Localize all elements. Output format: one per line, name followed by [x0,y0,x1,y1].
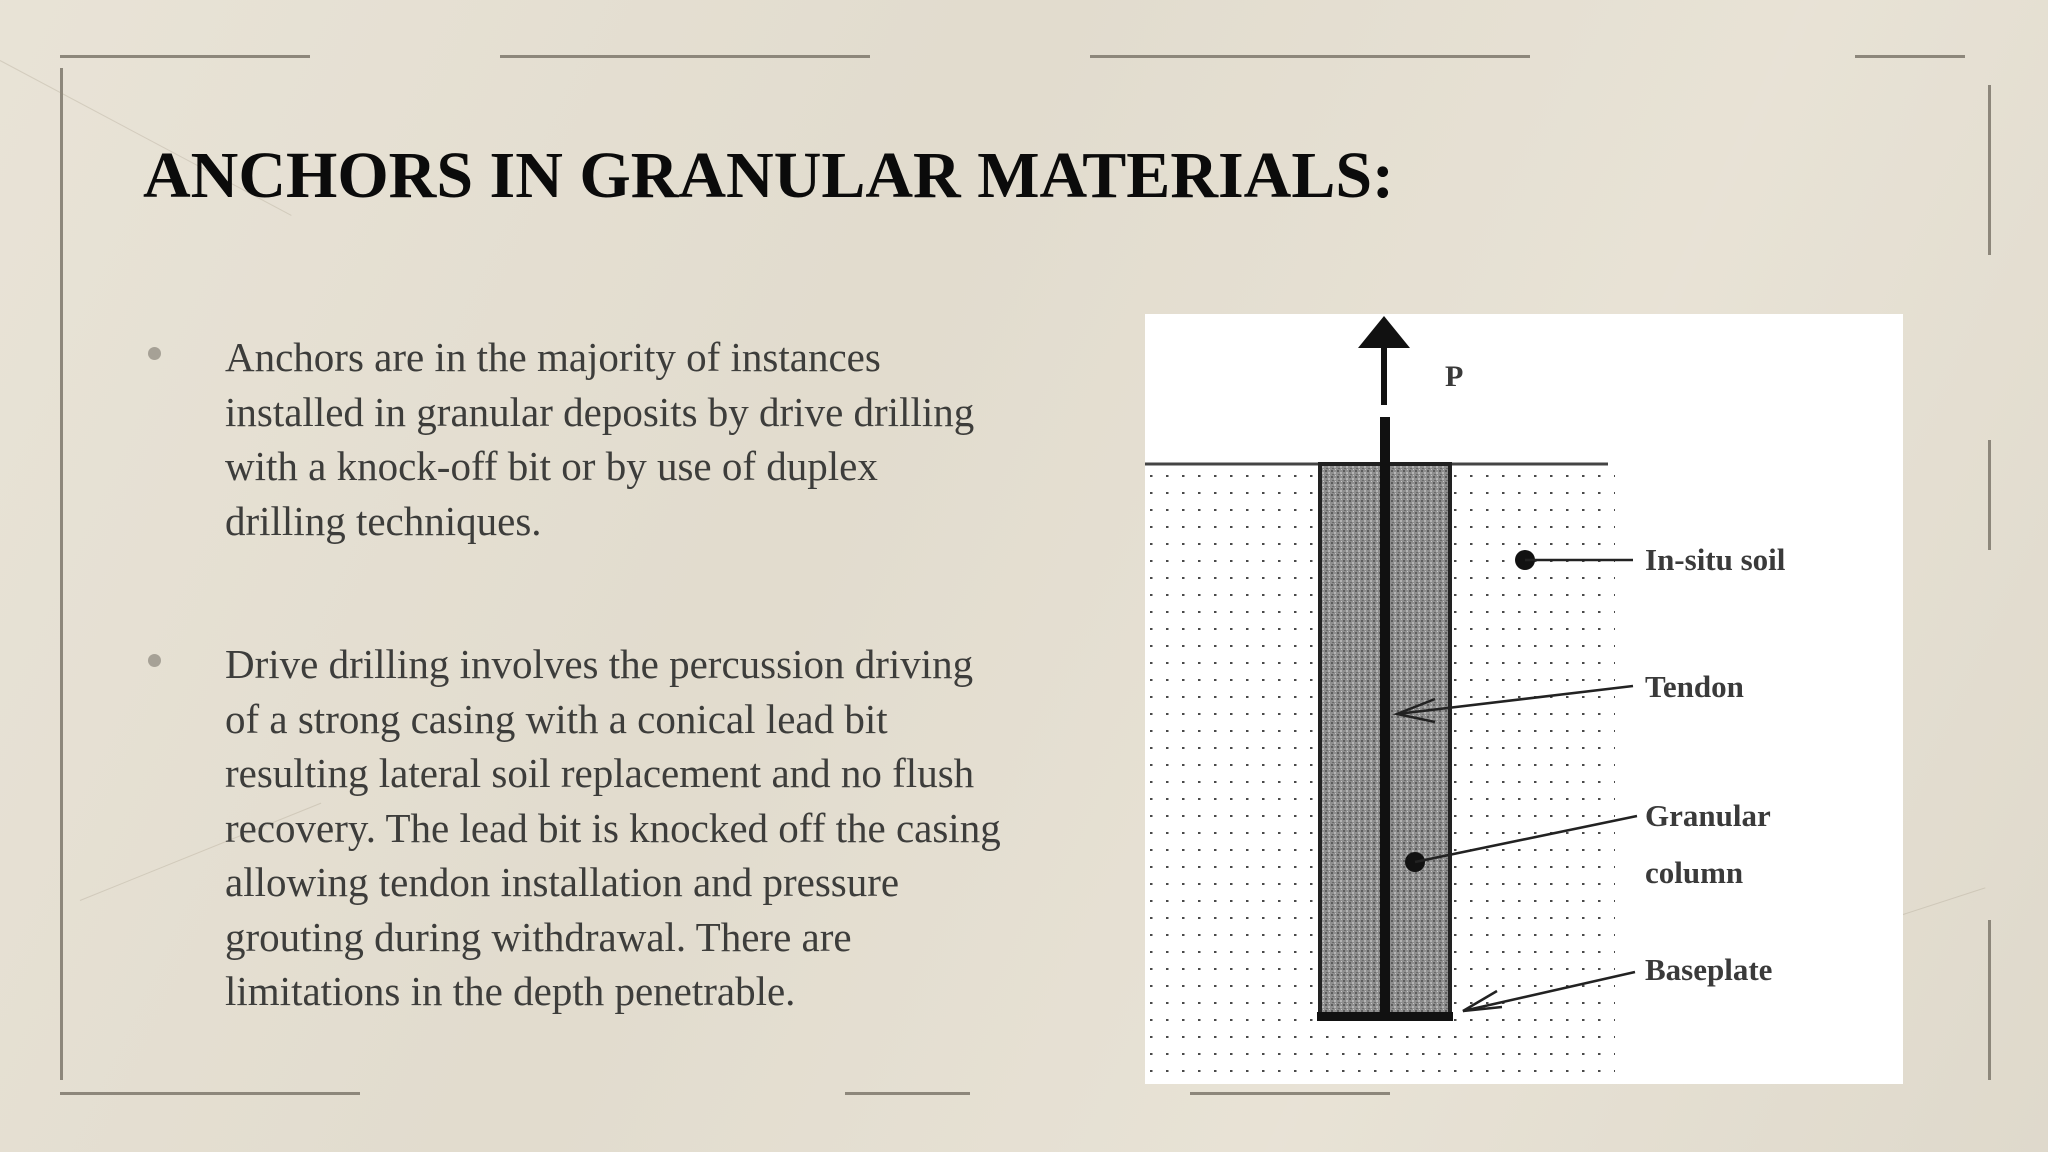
bullet-dot [148,347,161,360]
anchor-diagram: P In-situ soil Tendon Granular column Ba… [1145,314,1903,1084]
frame-right-line-3 [1988,920,1991,1080]
frame-bottom-line-3 [1190,1092,1390,1095]
tendon-arrowhead [1392,697,1436,724]
frame-right-line-1 [1988,85,1991,255]
frame-right-line-2 [1988,440,1991,550]
anchor-diagram-svg: P In-situ soil Tendon Granular column Ba… [1145,316,1786,1084]
bullet-line: limitations in the depth penetrable. [225,968,796,1014]
bullet-line: installed in granular deposits by drive … [225,388,975,435]
frame-top-line-3 [1090,55,1530,58]
baseplate-arrowhead [1462,989,1503,1013]
bullet-line: drilling techniques. [225,497,542,544]
baseplate-label: Baseplate [1645,952,1772,987]
baseplate-leader [1462,970,1636,1013]
bullet-line: of a strong casing with a conical lead b… [225,695,888,742]
tendon-leader [1396,684,1634,716]
bullet-item: Drive drilling involves the percussion d… [145,637,1105,1019]
granular-column-label-line1: Granular [1645,798,1771,833]
bullet-line: Anchors are in the majority of instances [225,334,881,380]
bullet-dot [148,654,161,667]
bullet-list: Anchors are in the majority of instances… [145,330,1105,1019]
bullet-line: grouting during withdrawal. There are [225,913,852,960]
bullet-line: Drive drilling involves the percussion d… [225,641,974,687]
slide-title: ANCHORS IN GRANULAR MATERIALS: [143,139,1395,212]
bullet-line: allowing tendon installation and pressur… [225,859,900,905]
load-arrow-shaft [1381,348,1387,405]
tendon-label: Tendon [1645,669,1744,704]
tendon-rod [1380,417,1390,1017]
frame-top-line-2 [500,55,870,58]
granular-column-label-line2: column [1645,855,1743,890]
frame-left-line [60,68,63,1080]
bullet-line: recovery. The lead bit is knocked off th… [225,804,1001,851]
load-arrow-head [1358,316,1410,348]
granular-column-leader [1414,814,1638,864]
frame-top-line-4 [1855,55,1965,58]
frame-bottom-line-2 [845,1092,970,1095]
bullet-line: resulting lateral soil replacement and n… [225,750,975,796]
bullet-item: Anchors are in the majority of instances… [145,330,1105,548]
in-situ-soil-label: In-situ soil [1645,542,1786,577]
bullet-line: with a knock-off bit or by use of duplex [225,443,878,489]
frame-bottom-line-1 [60,1092,360,1095]
load-label: P [1445,360,1463,393]
frame-top-line-1 [60,55,310,58]
